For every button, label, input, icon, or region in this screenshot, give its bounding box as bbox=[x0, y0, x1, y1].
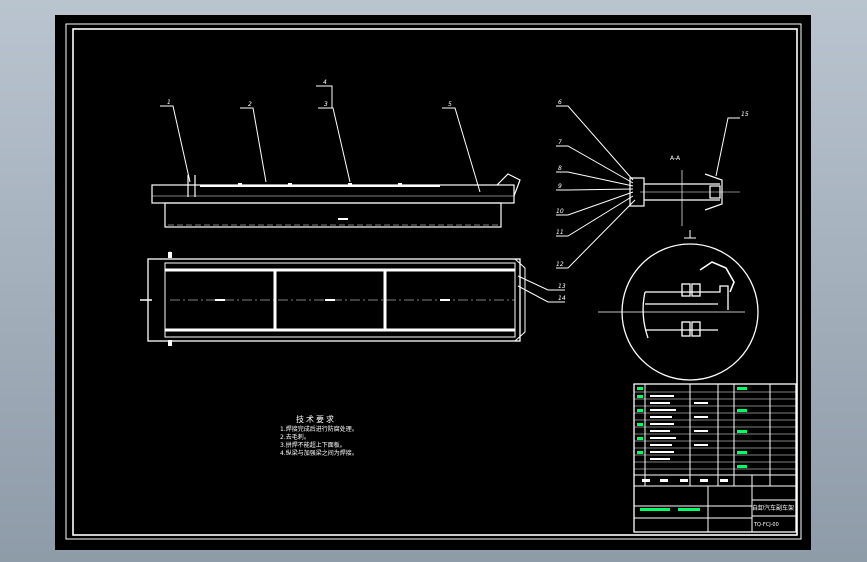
balloon-10: 10 bbox=[556, 208, 564, 215]
plan-view-dims bbox=[168, 252, 450, 346]
bom-rows bbox=[634, 391, 796, 470]
balloon-2: 2 bbox=[248, 101, 252, 108]
bom-accents bbox=[637, 387, 747, 511]
detail-view bbox=[598, 243, 759, 381]
drawing-number: TQ-FCJ-00 bbox=[754, 522, 779, 528]
balloon-4: 4 bbox=[323, 79, 327, 86]
balloon-5: 5 bbox=[448, 101, 452, 108]
leaders-side bbox=[160, 85, 481, 193]
leaders-plan bbox=[517, 275, 565, 303]
balloon-3: 3 bbox=[324, 101, 328, 108]
note-item: 1.焊接完成后进行防腐处理。 bbox=[280, 426, 358, 433]
balloon-labels: 1 2 3 4 5 6 7 8 9 10 11 12 13 14 15 A-A … bbox=[167, 79, 749, 302]
note-item: 2.去毛刺。 bbox=[280, 434, 310, 441]
view-marker-symbol bbox=[684, 230, 696, 239]
balloon-9: 9 bbox=[558, 183, 562, 190]
drawing-title: 自卸汽车副车架 bbox=[752, 505, 795, 512]
notes-title: 技术要求 bbox=[296, 415, 336, 424]
balloon-13: 13 bbox=[558, 283, 566, 290]
paper bbox=[55, 15, 811, 550]
plan-view bbox=[140, 258, 526, 342]
view-marker: A bbox=[168, 251, 173, 258]
balloon-11: 11 bbox=[556, 229, 564, 236]
bom-text-marks bbox=[642, 395, 728, 482]
note-item: 3.拼焊不能超上下面板。 bbox=[280, 442, 346, 449]
balloon-8: 8 bbox=[558, 165, 562, 172]
side-view-dims bbox=[238, 183, 402, 220]
inner-frame bbox=[72, 28, 798, 536]
section-label: A-A bbox=[670, 155, 681, 162]
balloon-1: 1 bbox=[167, 99, 171, 106]
outer-frame bbox=[65, 23, 802, 540]
balloon-6: 6 bbox=[558, 99, 562, 106]
balloon-14: 14 bbox=[558, 295, 566, 302]
technical-requirements: 技术要求 1.焊接完成后进行防腐处理。 2.去毛刺。 3.拼焊不能超上下面板。 … bbox=[280, 416, 358, 458]
note-item: 4.纵梁与加强梁之间为焊接。 bbox=[280, 450, 358, 457]
balloon-7: 7 bbox=[558, 139, 562, 146]
balloon-12: 12 bbox=[556, 261, 564, 268]
balloon-15: 15 bbox=[741, 111, 749, 118]
section-aa bbox=[629, 170, 740, 226]
leaders-section bbox=[556, 105, 740, 269]
